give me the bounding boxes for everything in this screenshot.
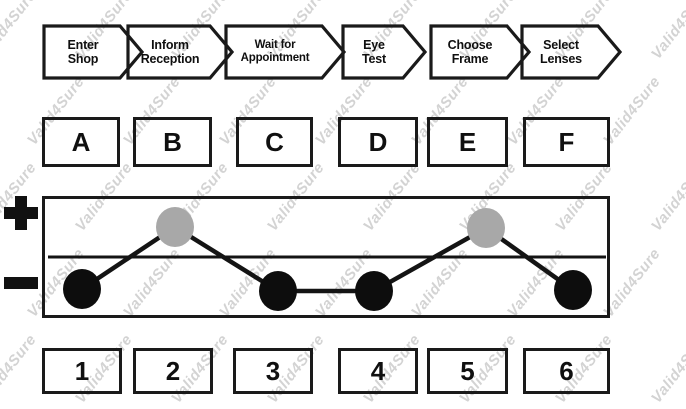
option-box-2[interactable]: 2 <box>133 348 213 394</box>
option-box-5[interactable]: 5 <box>427 348 508 394</box>
process-step-label: Choose Frame <box>447 38 493 66</box>
watermark-text: Valid4Sure <box>648 159 686 235</box>
process-step-6: Select Lenses <box>520 24 622 80</box>
process-step-label: Inform Reception <box>140 38 200 66</box>
process-flow-row: Enter Shop Inform Reception Wait for Appoi… <box>0 0 686 110</box>
option-box-e[interactable]: E <box>427 117 508 167</box>
minus-sign <box>4 277 38 289</box>
process-step-label: Wait for Appointment <box>240 39 310 64</box>
option-box-6[interactable]: 6 <box>523 348 610 394</box>
process-step-5: Choose Frame <box>429 24 531 80</box>
option-box-4[interactable]: 4 <box>338 348 418 394</box>
process-step-label: Eye Test <box>362 38 386 66</box>
option-box-a[interactable]: A <box>42 117 120 167</box>
process-step-1: Enter Shop <box>42 24 144 80</box>
process-step-label: Select Lenses <box>540 38 582 66</box>
option-box-3[interactable]: 3 <box>233 348 313 394</box>
process-step-3: Wait for Appointment <box>224 24 346 80</box>
process-step-2: Inform Reception <box>126 24 234 80</box>
process-step-4: Eye Test <box>341 24 427 80</box>
control-chart-panel <box>42 196 610 318</box>
option-box-c[interactable]: C <box>236 117 313 167</box>
option-box-b[interactable]: B <box>133 117 212 167</box>
option-box-f[interactable]: F <box>523 117 610 167</box>
option-box-d[interactable]: D <box>338 117 418 167</box>
process-step-label: Enter Shop <box>67 38 99 66</box>
plus-sign <box>4 196 38 230</box>
option-box-1[interactable]: 1 <box>42 348 122 394</box>
